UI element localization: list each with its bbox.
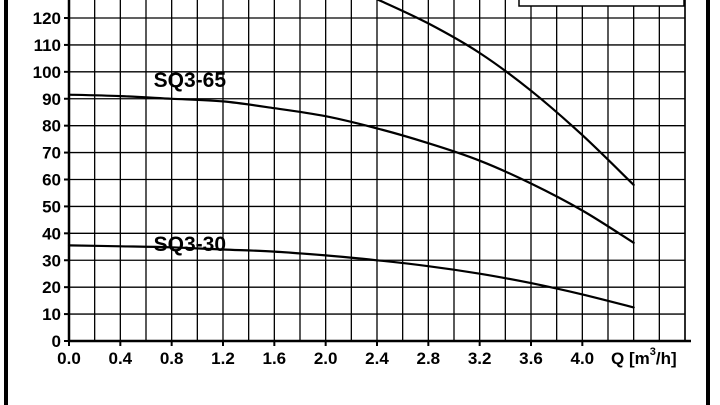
series-line-top bbox=[376, 0, 635, 186]
x-axis-title: Q [m3/h] bbox=[611, 346, 677, 368]
grid-layer bbox=[68, 0, 686, 342]
y-tick-label: 110 bbox=[34, 36, 61, 55]
x-tick-label: 0.0 bbox=[57, 349, 81, 368]
y-tick-label: 90 bbox=[42, 90, 61, 109]
series-layer bbox=[67, 0, 635, 309]
series-line-sq3-30 bbox=[67, 244, 635, 309]
x-tick-label: 0.4 bbox=[109, 349, 133, 368]
legend-box bbox=[518, 0, 685, 7]
y-tick-label: 100 bbox=[33, 63, 61, 82]
series-line-sq3-65 bbox=[67, 93, 635, 244]
frame-layer bbox=[4, 0, 710, 405]
text-layer: 0 10 20 30 40 50 60 70 80 90 100 110 120 0.0 0.4 0.8 1.2… bbox=[33, 9, 677, 368]
x-tick-label: 0.8 bbox=[160, 349, 184, 368]
y-tick-label: 50 bbox=[42, 197, 61, 216]
y-tick-label: 80 bbox=[42, 117, 61, 136]
x-tick-label: 3.6 bbox=[519, 349, 543, 368]
y-tick-label: 60 bbox=[42, 171, 61, 190]
y-tick-label: 10 bbox=[42, 305, 61, 324]
x-tick-label: 2.4 bbox=[365, 349, 389, 368]
x-tick-label: 1.2 bbox=[211, 349, 235, 368]
y-tick-label: 30 bbox=[42, 251, 61, 270]
y-tick-label: 70 bbox=[42, 144, 61, 163]
y-tick-label: 0 bbox=[52, 332, 61, 351]
x-tick-label: 4.0 bbox=[571, 349, 595, 368]
x-tick-label: 2.0 bbox=[314, 349, 338, 368]
y-tick-label: 40 bbox=[42, 224, 61, 243]
series-label-sq3-65: SQ3-65 bbox=[154, 69, 227, 92]
x-tick-label: 3.2 bbox=[468, 349, 492, 368]
y-tick-label: 20 bbox=[42, 278, 61, 297]
x-tick-label: 1.6 bbox=[263, 349, 287, 368]
y-tick-label: 120 bbox=[33, 9, 61, 28]
x-tick-label: 2.8 bbox=[417, 349, 441, 368]
series-label-sq3-30: SQ3-30 bbox=[154, 233, 226, 256]
